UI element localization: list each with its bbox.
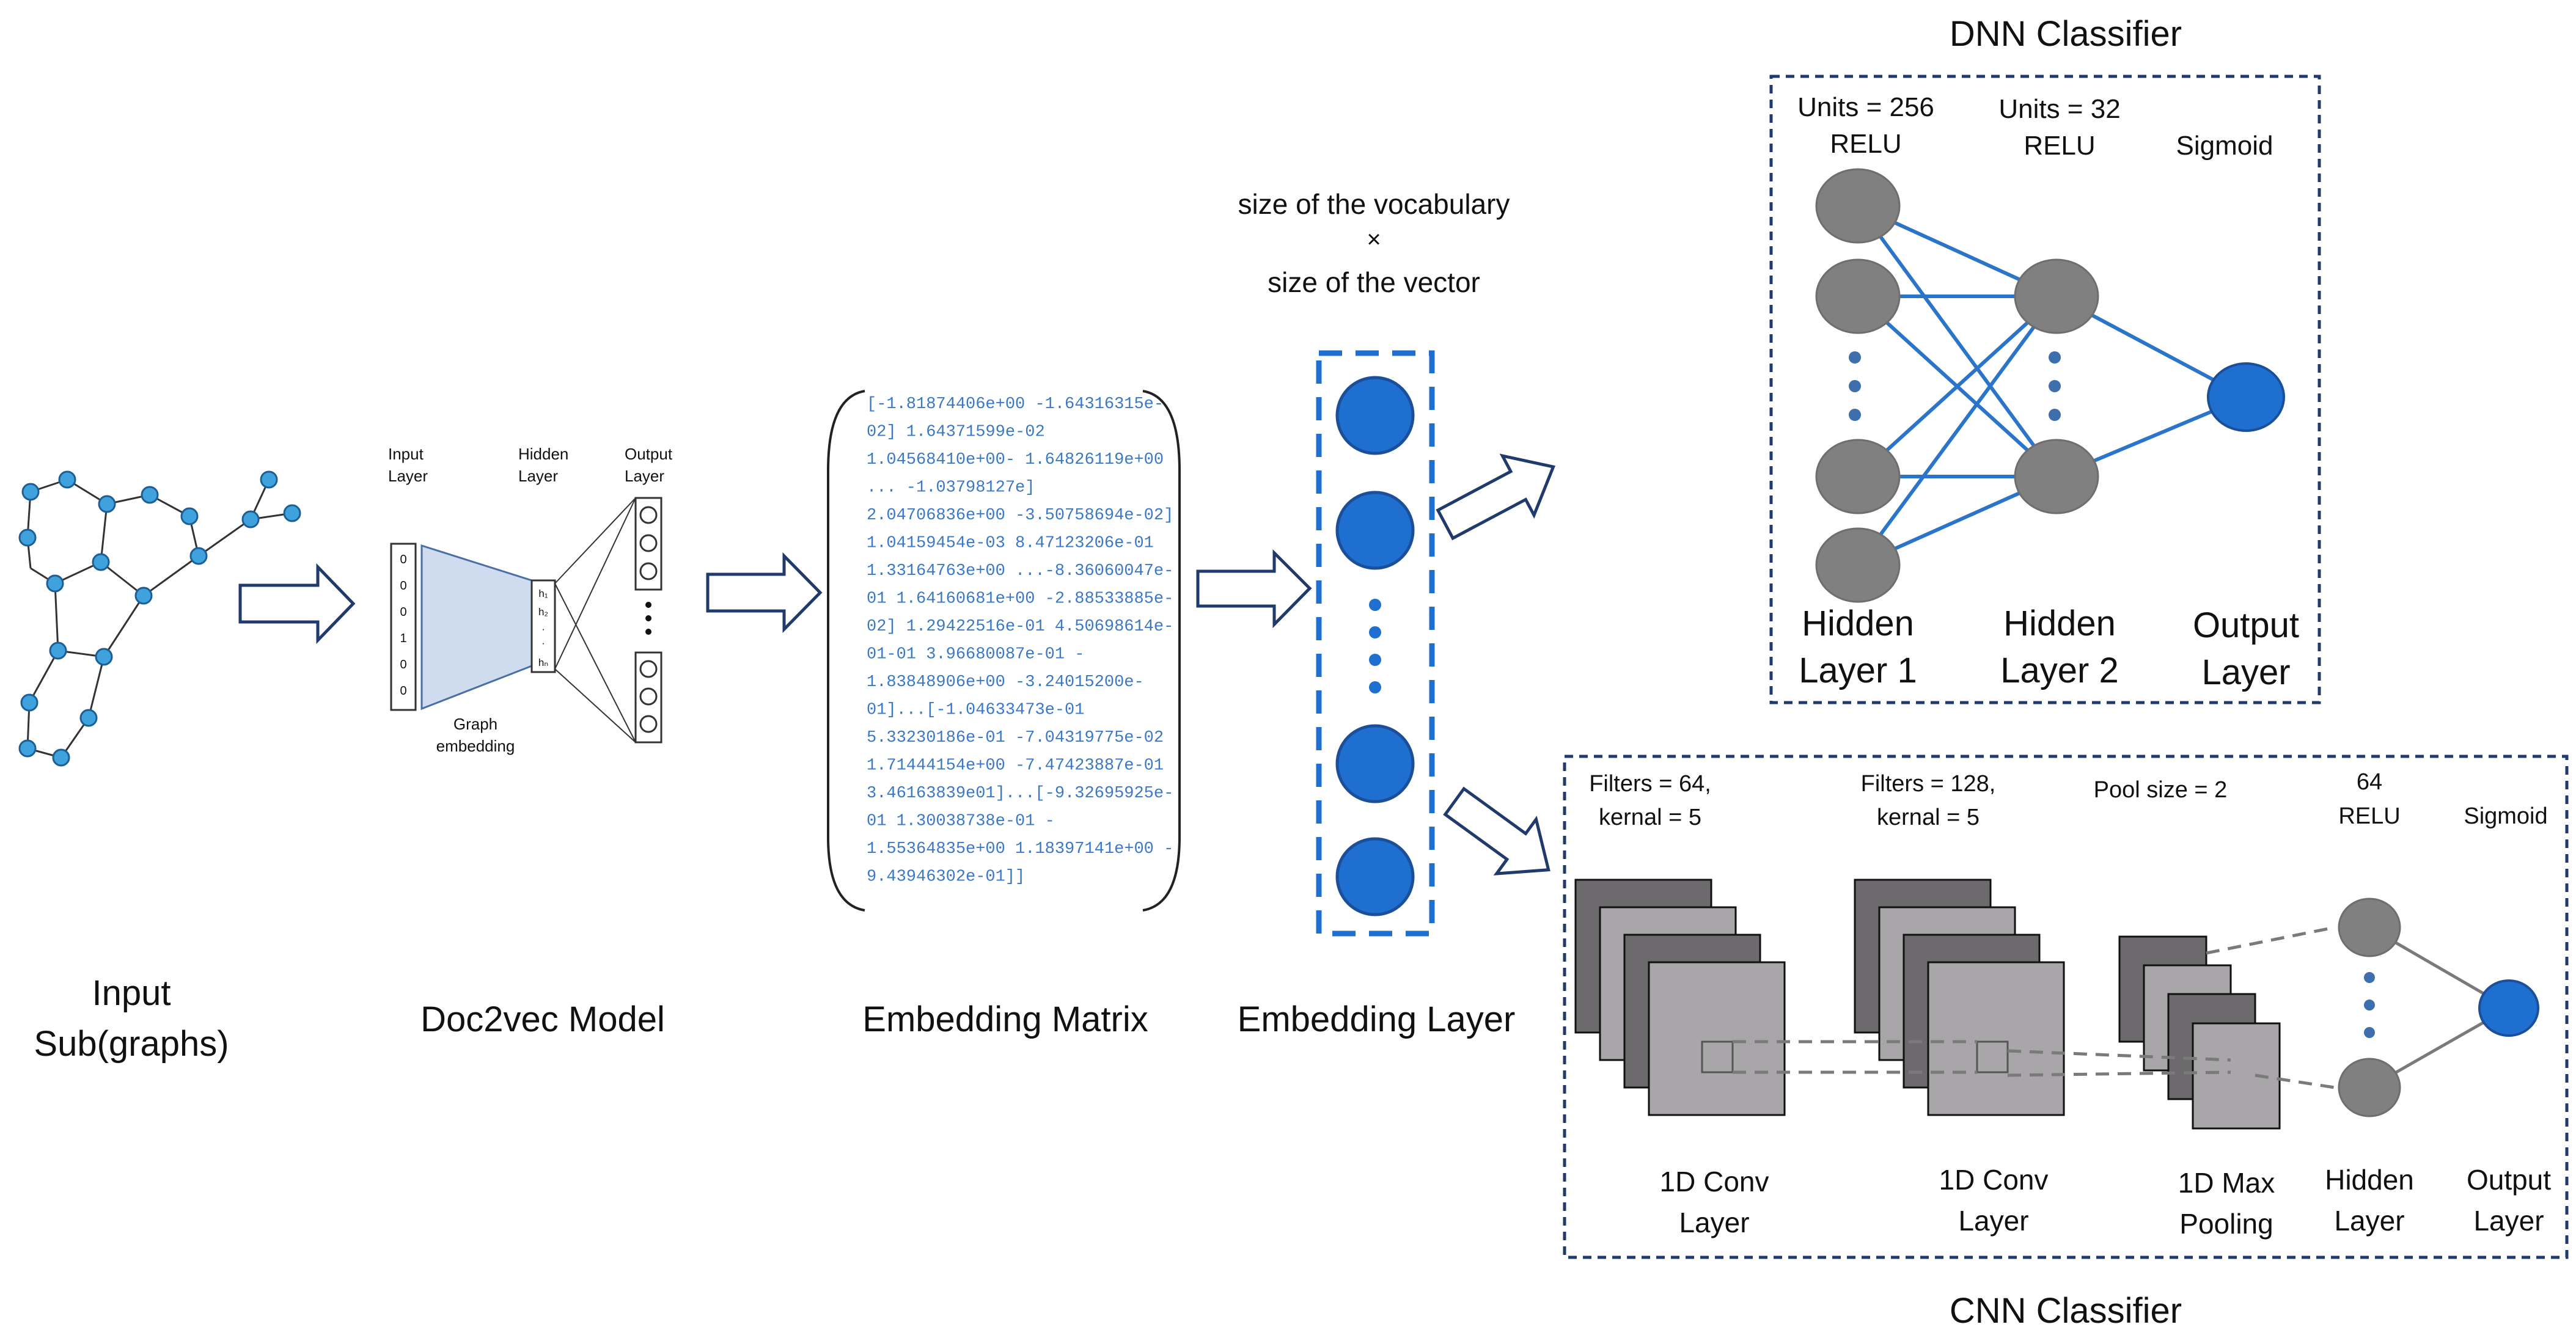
svg-text:Hidden: Hidden [1802,604,1914,643]
dnn-output-node [2207,362,2285,432]
dnn-network [1815,168,2285,603]
svg-text:Hidden: Hidden [2325,1164,2414,1196]
svg-text:Units = 32: Units = 32 [1998,94,2120,124]
svg-text:kernal = 5: kernal = 5 [1877,805,1980,830]
svg-text:1D Conv: 1D Conv [1660,1166,1769,1197]
svg-text:Layer: Layer [1679,1207,1749,1238]
dnn-title: DNN Classifier [1950,14,2182,54]
svg-text:Pooling: Pooling [2179,1208,2273,1240]
input-graph [18,470,301,767]
matrix-line: 02] 1.64371599e-02 [867,423,1045,442]
svg-text:Pool size = 2: Pool size = 2 [2094,777,2228,803]
svg-text:Output: Output [2467,1164,2551,1196]
svg-text:Hidden: Hidden [2003,604,2116,643]
matrix-line: 1.55364835e+00 1.18397141e+00 - [867,840,1173,858]
matrix-line: 1.71444154e+00 -7.47423887e-01 [867,757,1164,775]
input-caption-line2: Sub(graphs) [34,1024,229,1064]
one-hot-value: 0 [400,579,406,593]
svg-text:Filters = 64,: Filters = 64, [1589,771,1711,797]
size-line2: size of the vector [1268,266,1480,298]
flow-arrow-icon [1196,549,1312,629]
one-hot-value: 0 [400,684,406,698]
cnn-network [1574,879,2539,1130]
dnn-node [2014,439,2099,514]
matrix-line: 01 1.30038738e-01 - [867,813,1055,831]
cnn-output-node [2478,979,2539,1037]
cnn-node [2338,1058,2401,1117]
matrix-line: 5.33230186e-01 -7.04319775e-02 [867,729,1164,747]
embedding-matrix: [-1.81874406e+00 -1.64316315e- 02] 1.6437… [827,390,1181,912]
svg-text:Sigmoid: Sigmoid [2176,131,2273,161]
svg-text:RELU: RELU [1830,129,1901,159]
matrix-line: 9.43946302e-01]] [867,868,1025,887]
svg-text:·: · [541,637,545,649]
svg-text:embedding: embedding [436,737,515,755]
svg-text:Hidden: Hidden [518,445,568,463]
svg-text:Layer: Layer [388,467,428,485]
svg-text:Units = 256: Units = 256 [1797,92,1934,122]
svg-text:Output: Output [625,445,673,463]
svg-text:·: · [541,623,545,635]
matrix-line: ... -1.03798127e] [867,479,1035,497]
dnn-node [1815,439,1901,514]
svg-text:1D Max: 1D Max [2178,1167,2275,1199]
doc2vec-network: Input Layer Hidden Layer Output Layer 0 … [388,445,673,755]
matrix-line: 02] 1.29422516e-01 4.50698614e- [867,618,1173,636]
one-hot-value: 0 [400,553,406,566]
svg-text:hₙ: hₙ [538,657,548,668]
flow-arrow-icon [1436,453,1556,541]
svg-text:Layer 2: Layer 2 [2000,651,2118,690]
svg-text:RELU: RELU [2024,131,2095,161]
matrix-line: 01]...[-1.04633473e-01 [867,701,1084,720]
matrix-line: 2.04706836e+00 -3.50758694e-02] [867,506,1173,525]
one-hot-value: 0 [400,658,406,671]
flow-arrow-icon [238,563,356,645]
embedding-layer-column [1316,350,1435,937]
one-hot-value: 1 [400,632,406,645]
dnn-node [1815,168,1901,244]
dnn-node [2014,258,2099,334]
matrix-caption: Embedding Matrix [862,1000,1148,1039]
matrix-line: [-1.81874406e+00 -1.64316315e- [867,395,1164,414]
flow-arrow-icon [706,552,823,634]
svg-text:Output: Output [2193,605,2299,645]
svg-text:RELU: RELU [2338,803,2400,829]
size-line1: size of the vocabulary [1238,188,1510,220]
input-caption-line1: Input [92,973,171,1013]
svg-text:Layer 1: Layer 1 [1799,651,1917,690]
matrix-line: 01 1.64160681e+00 -2.88533885e- [867,590,1173,609]
svg-text:Sigmoid: Sigmoid [2464,803,2547,829]
cnn-title: CNN Classifier [1950,1291,2182,1331]
svg-text:Graph: Graph [453,715,497,733]
embedding-layer-caption: Embedding Layer [1238,1000,1516,1039]
svg-text:Layer: Layer [518,467,558,485]
dnn-node [1815,527,1901,603]
svg-text:Filters = 128,: Filters = 128, [1861,771,1996,797]
svg-text:h₁: h₁ [538,588,548,599]
doc2vec-caption: Doc2vec Model [420,1000,665,1039]
cnn-frame [1563,755,2569,1259]
svg-text:Layer: Layer [2201,653,2290,692]
matrix-line: 1.33164763e+00 ...-8.36060047e- [867,562,1173,580]
one-hot-value: 0 [400,605,406,619]
svg-text:Input: Input [388,445,424,463]
svg-text:Layer: Layer [2334,1205,2404,1237]
matrix-line: 1.04159454e-03 8.47123206e-01 [867,535,1154,553]
flow-arrow-icon [1443,786,1550,876]
matrix-line: 1.04568410e+00- 1.64826119e+00 [867,451,1164,469]
svg-text:Layer: Layer [1958,1205,2028,1237]
svg-text:Layer: Layer [625,467,664,485]
svg-text:h₂: h₂ [538,606,548,618]
cnn-node [2338,897,2401,957]
size-times: × [1367,226,1381,253]
matrix-line: 3.46163839e01]...[-9.32695925e- [867,784,1173,803]
svg-text:64: 64 [2357,769,2382,795]
svg-text:Layer: Layer [2473,1205,2544,1237]
svg-text:1D Conv: 1D Conv [1939,1164,2049,1196]
matrix-line: 1.83848906e+00 -3.24015200e- [867,673,1144,692]
matrix-line: 01-01 3.96680087e-01 - [867,646,1084,664]
dnn-node [1815,258,1901,334]
svg-text:kernal = 5: kernal = 5 [1599,805,1701,830]
